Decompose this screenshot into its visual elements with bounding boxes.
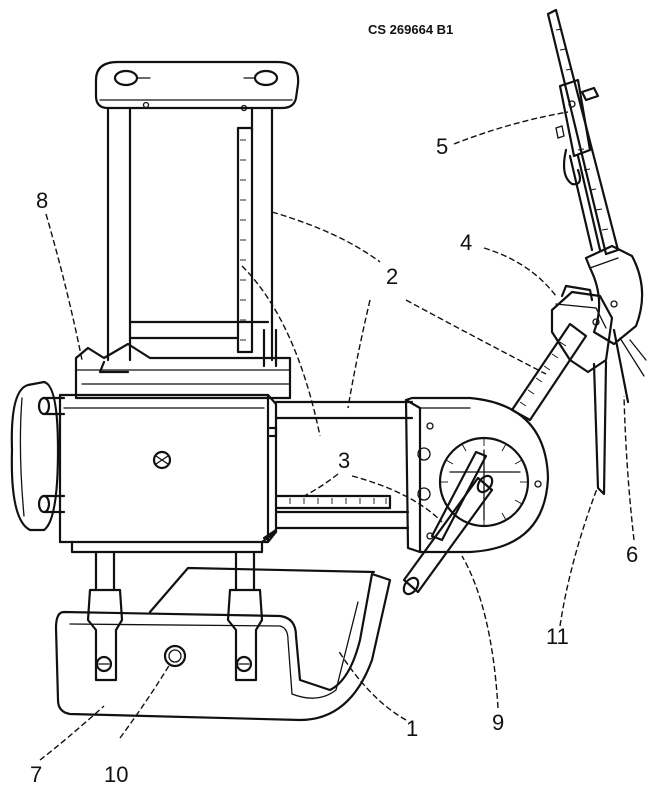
reference-numeral-7: 7	[30, 762, 43, 787]
caliper-scale	[555, 28, 609, 231]
main-housing	[58, 393, 278, 554]
reference-numeral-9: 9	[492, 710, 505, 735]
caliper-bar	[546, 8, 620, 256]
elbow-joint	[584, 244, 644, 346]
carriage-block	[74, 342, 292, 400]
reference-numeral-3: 3	[338, 448, 351, 473]
needle-6	[612, 328, 647, 404]
reference-numeral-11: 11	[546, 624, 569, 649]
arm-scale	[519, 341, 567, 407]
joint-block	[550, 284, 614, 374]
reference-numeral-4: 4	[460, 230, 473, 255]
reference-numeral-5: 5	[436, 134, 449, 159]
dial-housing	[404, 396, 550, 554]
angle-dial-scale	[440, 438, 528, 526]
reference-numeral-1: 1	[406, 716, 419, 741]
dial-shaft	[402, 474, 494, 596]
reference-numeral-2: 2	[386, 264, 399, 289]
patent-number: CS 269664 B1	[368, 22, 454, 37]
rod-11	[592, 360, 608, 496]
upper-frame	[94, 60, 300, 368]
horizontal-rails	[262, 400, 414, 540]
reference-numeral-8: 8	[36, 188, 49, 213]
lower-legs	[86, 550, 264, 682]
horizontal-scale	[289, 498, 387, 504]
angled-arm	[510, 322, 588, 422]
base-clamp	[54, 566, 392, 722]
reference-numeral-10: 10	[104, 762, 129, 787]
vertical-scale	[240, 139, 246, 341]
side-plate	[10, 380, 66, 532]
leader-lines	[39, 111, 635, 761]
reference-numeral-6: 6	[626, 542, 639, 567]
